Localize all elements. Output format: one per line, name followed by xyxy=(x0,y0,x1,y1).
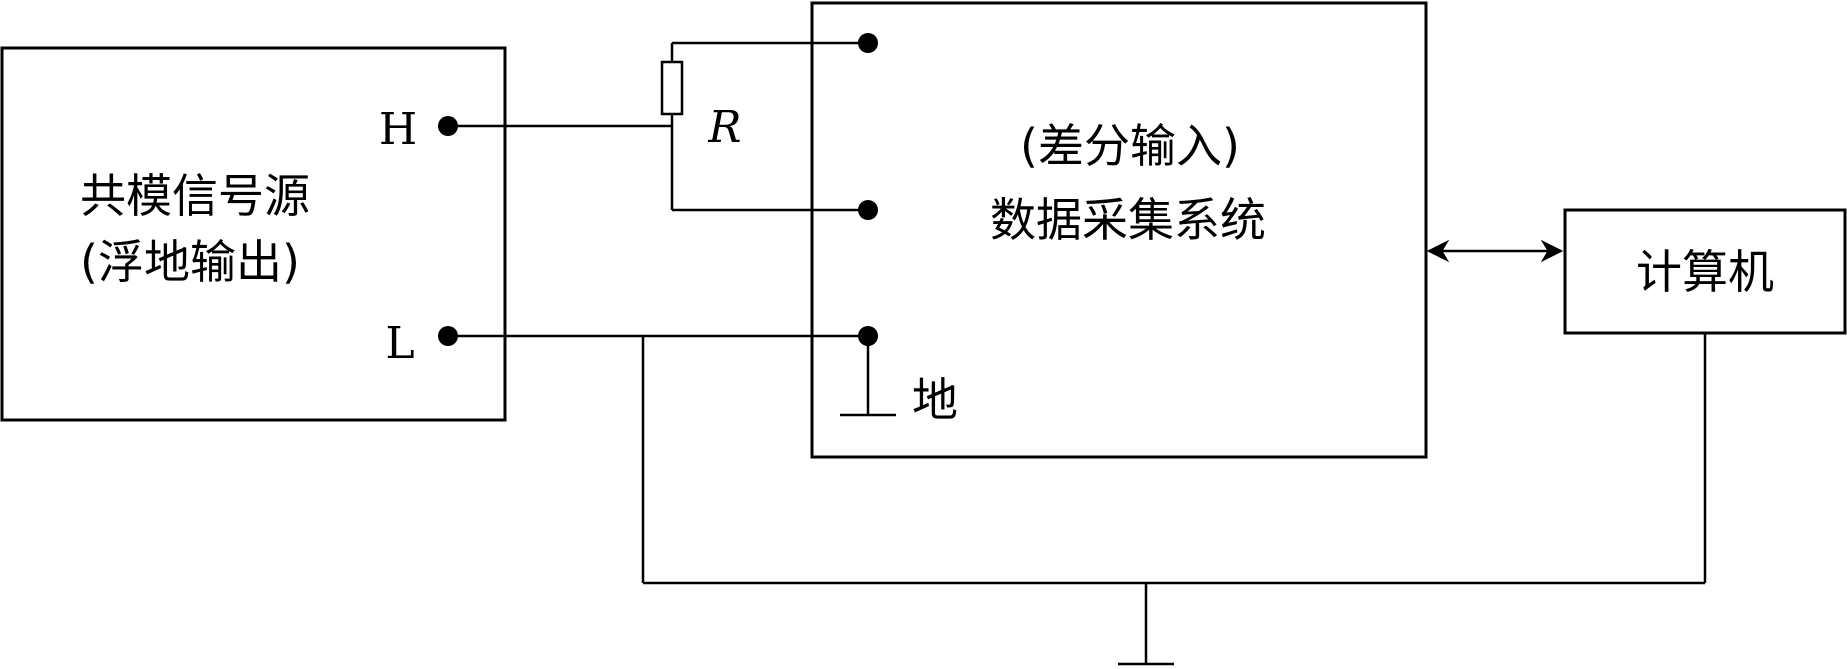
h-wiring: R xyxy=(448,41,868,212)
signal-source-title: 共模信号源 xyxy=(80,169,310,223)
signal-source-box xyxy=(0,46,507,422)
computer-block: 计算机 xyxy=(1563,208,1847,335)
resistor-symbol xyxy=(660,60,684,116)
signal-source-subtitle: (浮地输出) xyxy=(80,235,300,289)
daq-block: (差分输入) 数据采集系统 地 xyxy=(810,1,1428,459)
daq-ground-label: 地 xyxy=(912,373,958,427)
earth-ground-loop xyxy=(641,333,1707,666)
terminal-high-label: H xyxy=(379,104,417,155)
daq-subtitle: 数据采集系统 xyxy=(990,193,1266,247)
daq-title: (差分输入) xyxy=(1020,119,1240,173)
daq-input-top-dot xyxy=(858,33,878,53)
resistor-label: R xyxy=(707,102,741,153)
terminal-low-label: L xyxy=(385,318,414,369)
signal-source-block: 共模信号源 (浮地输出) H L xyxy=(0,46,507,422)
daq-input-bottom-dot xyxy=(858,200,878,220)
daq-box xyxy=(810,1,1428,459)
computer-label: 计算机 xyxy=(1636,245,1774,299)
